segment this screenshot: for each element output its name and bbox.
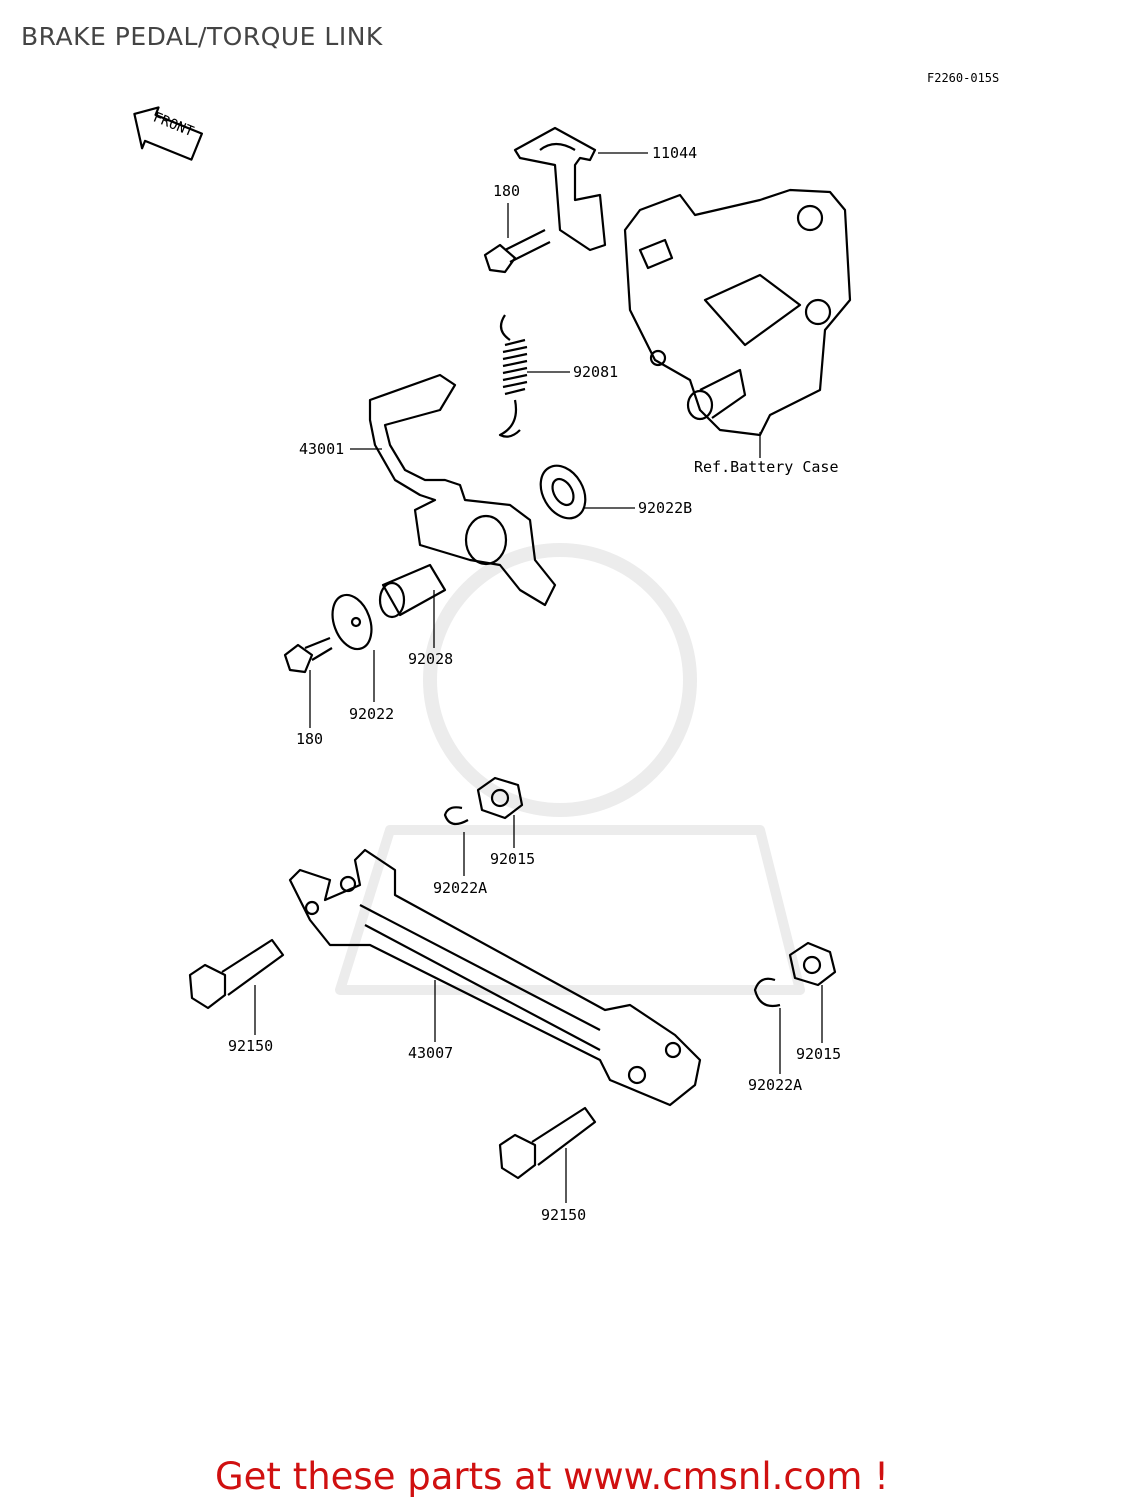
circlip-92022a-upper <box>443 806 469 826</box>
bushing-92028 <box>378 563 447 619</box>
part-label-180[interactable]: 180 <box>493 182 521 200</box>
part-label-92015[interactable]: 92015 <box>796 1045 842 1063</box>
bolt-180-top <box>483 229 551 274</box>
part-label-92022[interactable]: 92022 <box>349 705 395 723</box>
part-label-92022a[interactable]: 92022A <box>748 1076 803 1094</box>
bolt-92150-right <box>498 1106 597 1180</box>
nut-92015-lower <box>788 941 837 987</box>
part-label-92015[interactable]: 92015 <box>490 850 536 868</box>
bracket-11044 <box>513 126 607 252</box>
front-label: FRONT <box>151 110 197 141</box>
page-title: BRAKE PEDAL/TORQUE LINK <box>21 22 383 51</box>
bolt-92150-left <box>188 938 285 1010</box>
brake-pedal-43001 <box>368 373 557 607</box>
part-label-92081[interactable]: 92081 <box>573 363 619 381</box>
footer-parts-link[interactable]: Get these parts at www.cmsnl.com ! <box>215 1455 890 1498</box>
torque-link-43007 <box>288 848 702 1107</box>
battery-case <box>623 188 852 437</box>
bolt-180-lower <box>283 636 333 674</box>
reference-note: Ref.Battery Case <box>694 458 839 476</box>
part-label-92150[interactable]: 92150 <box>228 1037 274 1055</box>
nut-92015-upper <box>476 776 524 820</box>
circlip-92022a-lower <box>753 977 781 1008</box>
part-label-92028[interactable]: 92028 <box>408 650 454 668</box>
part-label-43001[interactable]: 43001 <box>299 440 345 458</box>
part-label-92022a[interactable]: 92022A <box>433 879 488 897</box>
part-label-43007[interactable]: 43007 <box>408 1044 454 1062</box>
spring-92081 <box>498 314 528 438</box>
washer-92022b <box>539 464 587 520</box>
front-arrow-icon <box>133 106 204 161</box>
part-label-92150[interactable]: 92150 <box>541 1206 587 1224</box>
washer-92022 <box>331 593 373 651</box>
part-label-92022b[interactable]: 92022B <box>638 499 693 517</box>
part-label-11044[interactable]: 11044 <box>652 144 698 162</box>
watermark-logo <box>335 543 805 995</box>
figure-code: F2260-015S <box>927 71 1000 85</box>
leader-lines <box>254 152 823 1203</box>
part-label-180[interactable]: 180 <box>296 730 324 748</box>
